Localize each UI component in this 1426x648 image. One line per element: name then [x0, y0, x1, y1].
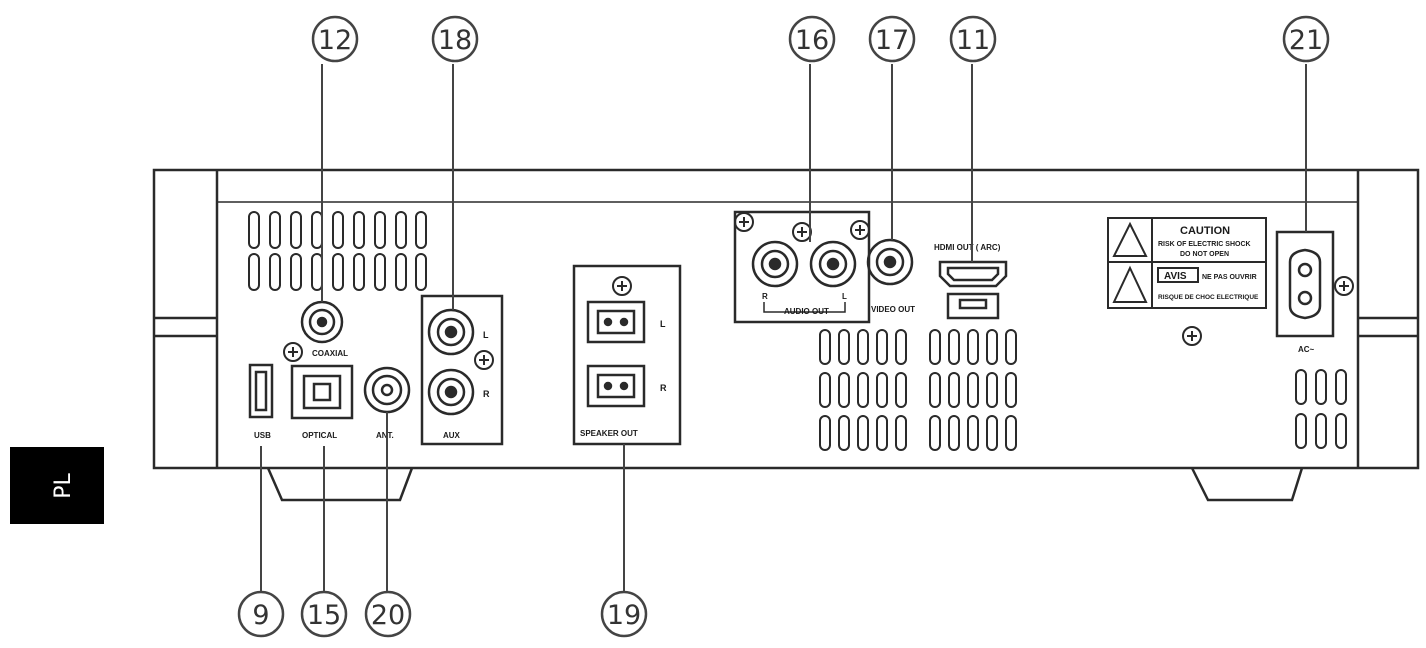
- hdmi-port: [938, 260, 1008, 320]
- callout-12: 12: [318, 25, 352, 56]
- audio-l-label: L: [842, 292, 847, 301]
- callout-21: 21: [1289, 25, 1323, 56]
- screw-icon: [474, 350, 494, 370]
- callout-20-circle: [364, 590, 412, 638]
- vent-slots-right: [1295, 369, 1347, 449]
- screw-icon: [734, 212, 754, 232]
- vent-slots-center: [819, 329, 1017, 451]
- callout-11: 11: [956, 25, 990, 56]
- video-out-jack: [866, 238, 914, 286]
- callout-15: 15: [307, 600, 341, 631]
- speaker-terminals: [586, 300, 646, 408]
- screw-icon: [1334, 276, 1354, 296]
- antenna-label: ANT.: [376, 431, 394, 440]
- screw-icon: [283, 342, 303, 362]
- audio-out-label: AUDIO OUT: [784, 307, 829, 316]
- callout-11-circle: [949, 15, 997, 63]
- screw-icon: [1182, 326, 1202, 346]
- callouts: [237, 15, 1330, 638]
- callout-12-circle: [311, 15, 359, 63]
- optical-port: [290, 364, 354, 420]
- screw-icon: [850, 220, 870, 240]
- aux-l-label: L: [483, 330, 489, 340]
- ac-label: AC~: [1298, 345, 1315, 354]
- caution-line1: RISK OF ELECTRIC SHOCK: [1158, 241, 1251, 248]
- speaker-r-label: R: [660, 383, 667, 393]
- aux-frame: [420, 294, 504, 446]
- avis-title: AVIS: [1164, 271, 1187, 282]
- callout-15-circle: [300, 590, 348, 638]
- callout-21-circle: [1282, 15, 1330, 63]
- language-tab-label: PL: [51, 472, 76, 498]
- hdmi-out-label: HDMI OUT ( ARC): [934, 243, 1001, 252]
- video-out-label: VIDEO OUT: [871, 305, 915, 314]
- speaker-l-label: L: [660, 319, 666, 329]
- audio-out-bracket: [763, 302, 846, 313]
- vent-slots-top-left: [248, 211, 427, 291]
- aux-jacks: [427, 308, 475, 416]
- callout-17-circle: [868, 15, 916, 63]
- callout-16: 16: [795, 25, 829, 56]
- usb-port: [248, 363, 274, 419]
- callout-9-circle: [237, 590, 285, 638]
- screw-icon: [612, 276, 632, 296]
- optical-label: OPTICAL: [302, 431, 337, 440]
- avis-line1: NE PAS OUVRIR: [1202, 274, 1257, 281]
- aux-label: AUX: [443, 431, 461, 440]
- screw-icons: [283, 212, 1354, 370]
- speaker-out-label: SPEAKER OUT: [580, 429, 638, 438]
- callout-9: 9: [252, 600, 269, 631]
- caution-title: CAUTION: [1180, 225, 1230, 237]
- callout-16-circle: [788, 15, 836, 63]
- callout-17: 17: [875, 25, 909, 56]
- language-tab: [10, 447, 104, 524]
- speaker-out-frame: [572, 264, 682, 446]
- coaxial-label: COAXIAL: [312, 349, 348, 358]
- avis-line2: RISQUE DE CHOC ELECTRIQUE: [1158, 294, 1259, 301]
- caution-label: [1107, 217, 1267, 309]
- audio-r-label: R: [762, 292, 768, 301]
- usb-label: USB: [254, 431, 271, 440]
- aux-r-label: R: [483, 389, 490, 399]
- screw-icon: [792, 222, 812, 242]
- callout-leader-lines: [260, 64, 1307, 592]
- callout-18: 18: [438, 25, 472, 56]
- callout-19-circle: [600, 590, 648, 638]
- caution-line2: DO NOT OPEN: [1180, 251, 1229, 258]
- audio-out-jacks: [751, 240, 857, 288]
- callout-19: 19: [607, 600, 641, 631]
- callout-18-circle: [431, 15, 479, 63]
- callout-20: 20: [371, 600, 405, 631]
